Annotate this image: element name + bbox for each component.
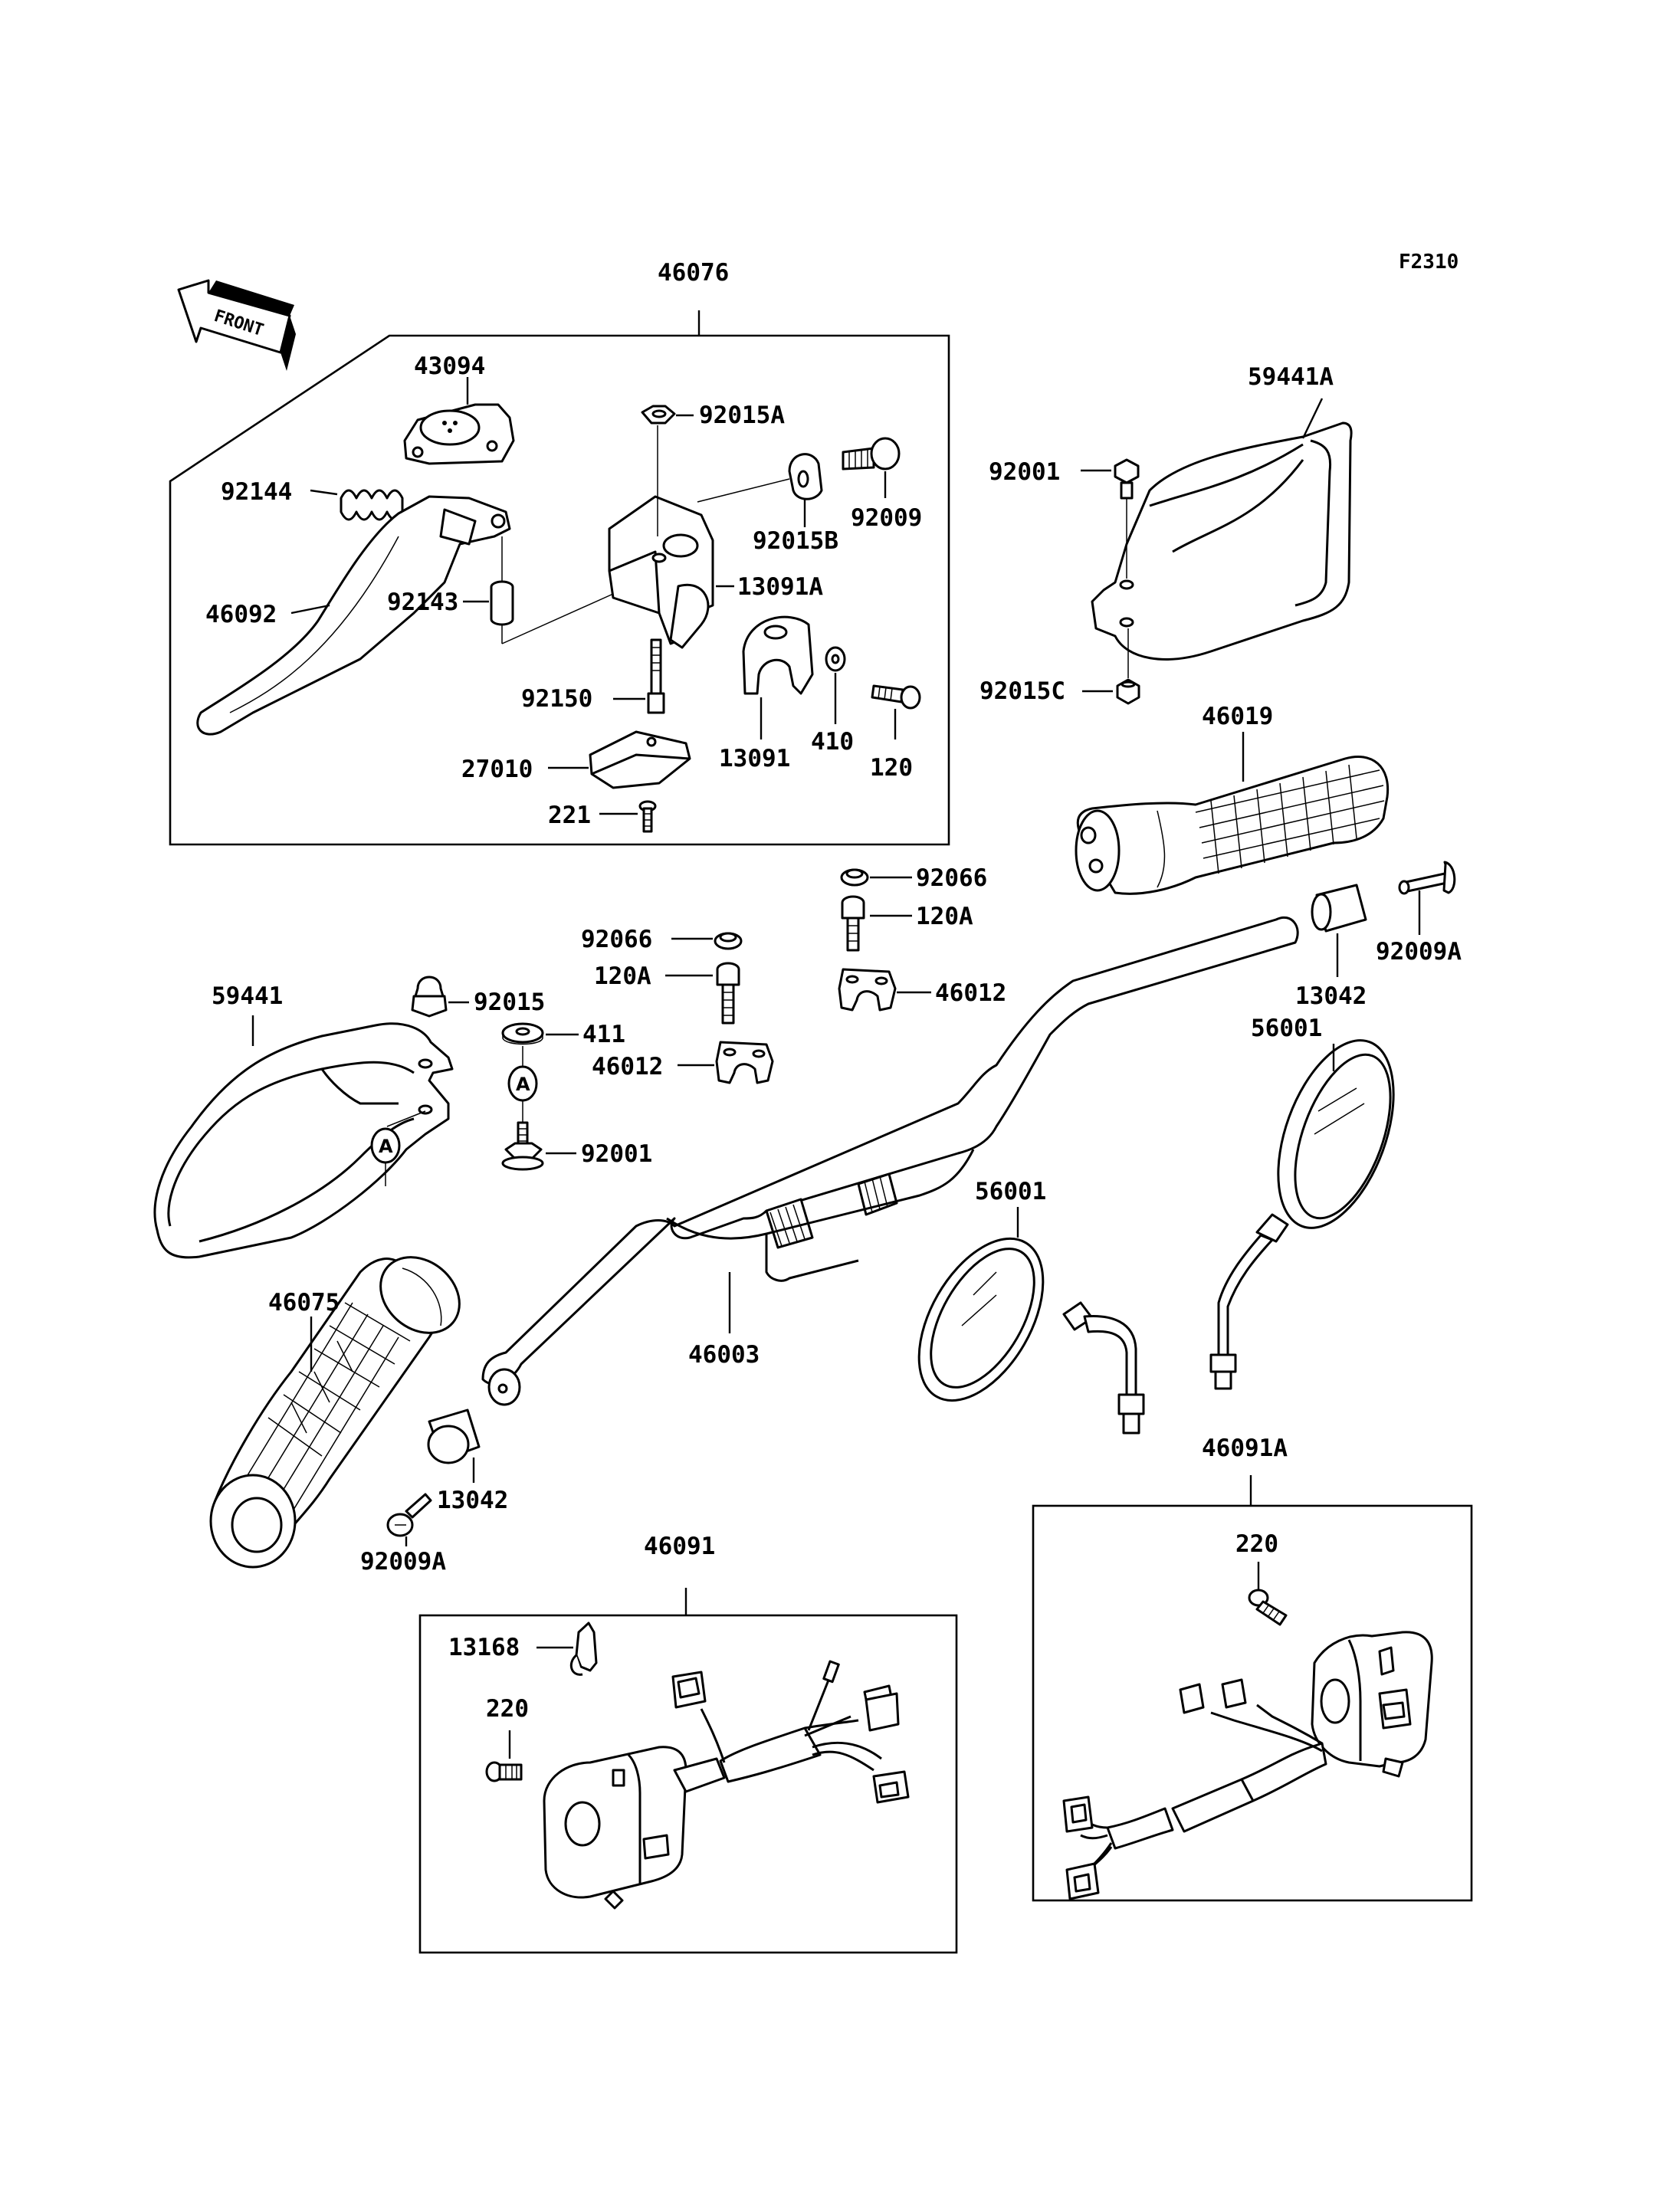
part-label-59441: 59441: [212, 982, 283, 1010]
part-92150: [647, 638, 665, 714]
part-label-46092: 46092: [205, 601, 277, 628]
part-46012-left: [715, 1041, 774, 1084]
part-13168: [569, 1622, 598, 1676]
part-label-46076: 46076: [658, 259, 729, 287]
left-switch-housing: [543, 1660, 910, 1910]
part-59441A: [1091, 421, 1353, 661]
part-label-56001-left: 56001: [975, 1178, 1046, 1205]
part-label-92066-right: 92066: [916, 864, 987, 892]
part-label-410: 410: [811, 728, 854, 756]
ref-marker-mid: A: [507, 1046, 538, 1123]
part-92001-mid: [501, 1121, 544, 1171]
left-switch-box: [418, 1614, 958, 1954]
part-label-27010: 27010: [461, 756, 533, 783]
part-label-92009: 92009: [851, 504, 922, 532]
lever-assembly-box: [169, 334, 950, 846]
right-switch-housing: [1062, 1631, 1433, 1900]
part-label-92009A-right: 92009A: [1376, 938, 1462, 966]
part-label-92150: 92150: [521, 685, 592, 713]
part-label-220-left: 220: [486, 1695, 529, 1723]
part-27010: [589, 730, 691, 789]
part-92015: [411, 976, 448, 1018]
part-label-120A-left: 120A: [594, 962, 651, 990]
part-92001-top: [1114, 458, 1140, 500]
part-label-92015: 92015: [474, 989, 545, 1016]
part-label-46075: 46075: [268, 1289, 340, 1317]
ref-marker-left: A: [370, 1110, 426, 1186]
part-56001-right: [1209, 1039, 1395, 1390]
part-92066-left: [714, 932, 743, 950]
part-label-46091A: 46091A: [1202, 1435, 1288, 1462]
part-label-13042-left: 13042: [437, 1487, 508, 1514]
part-label-120A-right: 120A: [916, 903, 973, 930]
part-label-13091: 13091: [719, 745, 790, 772]
part-label-59441A: 59441A: [1248, 363, 1334, 391]
part-120: [871, 684, 921, 710]
part-label-92001-top: 92001: [989, 458, 1060, 486]
part-92143: [490, 580, 514, 626]
part-120A-left: [716, 962, 740, 1025]
part-label-46091: 46091: [644, 1533, 715, 1560]
part-label-92009A-left: 92009A: [360, 1548, 446, 1576]
part-120A-right: [841, 895, 865, 952]
part-label-43094: 43094: [414, 353, 485, 380]
ref-marker-mid-label: A: [516, 1074, 530, 1095]
part-label-220-right: 220: [1235, 1530, 1278, 1558]
part-46019: [1075, 755, 1390, 895]
part-label-92144: 92144: [221, 478, 292, 506]
part-56001-left: [917, 1237, 1145, 1435]
part-13042-right: [1311, 884, 1367, 933]
part-92015C: [1116, 678, 1140, 705]
part-220-right: [1248, 1589, 1288, 1626]
part-label-92143: 92143: [387, 589, 458, 616]
part-92009: [842, 437, 901, 471]
part-label-221: 221: [548, 802, 591, 829]
part-13091: [742, 615, 814, 695]
part-46092: [196, 495, 511, 736]
right-switch-box: [1032, 1504, 1473, 1902]
part-46012-right: [838, 968, 897, 1012]
ref-marker-left-label: A: [379, 1136, 393, 1157]
part-46075: [209, 1256, 461, 1569]
part-label-46003: 46003: [688, 1341, 760, 1369]
part-label-92015B: 92015B: [753, 527, 838, 555]
part-43094: [403, 403, 515, 465]
part-label-13091A: 13091A: [737, 573, 823, 601]
part-59441: [153, 1022, 454, 1259]
part-13042-left: [427, 1408, 481, 1464]
part-221: [638, 800, 657, 833]
part-46003: [481, 916, 1299, 1406]
part-92144: [340, 489, 404, 521]
part-92009A-left: [386, 1493, 432, 1537]
part-220-left: [485, 1761, 523, 1782]
part-92009A-right: [1398, 861, 1456, 895]
part-label-56001-right: 56001: [1251, 1015, 1322, 1042]
part-411: [501, 1022, 544, 1045]
front-arrow-icon: FRONT: [177, 279, 296, 371]
part-label-13042-right: 13042: [1295, 982, 1367, 1010]
part-410: [825, 646, 846, 672]
part-92015A: [641, 405, 676, 425]
part-label-92015A: 92015A: [699, 402, 785, 429]
part-label-411: 411: [582, 1021, 625, 1048]
part-label-92015C: 92015C: [979, 677, 1065, 705]
part-92015B: [788, 453, 823, 500]
part-label-46012-right: 46012: [935, 979, 1006, 1007]
part-label-46012-left: 46012: [592, 1053, 663, 1080]
part-label-120: 120: [870, 754, 913, 782]
part-label-92001-mid: 92001: [581, 1140, 652, 1168]
part-label-46019: 46019: [1202, 703, 1273, 730]
part-92066-right: [840, 868, 869, 887]
part-label-92066-left: 92066: [581, 926, 652, 953]
diagram-code: F2310: [1399, 251, 1459, 274]
part-13091A: [608, 495, 714, 649]
part-label-13168: 13168: [448, 1634, 520, 1661]
